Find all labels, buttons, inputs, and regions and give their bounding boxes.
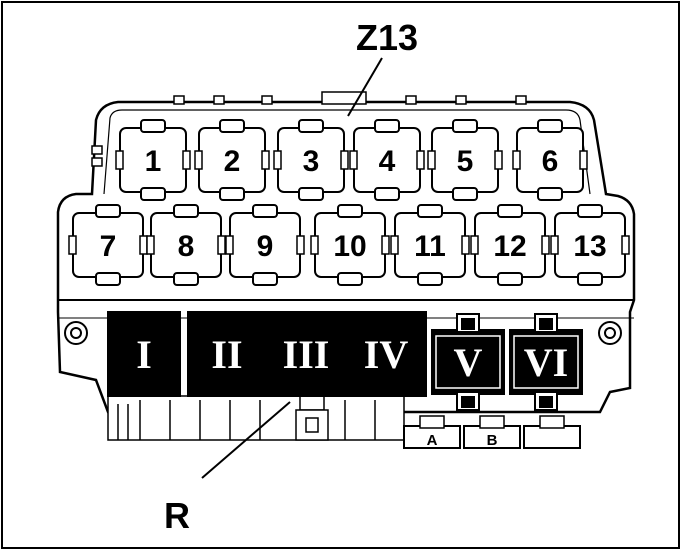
left-mounting-screw [64, 321, 88, 345]
top-clips [173, 91, 527, 105]
relay-socket: 8 [146, 204, 226, 286]
relay-socket: 12 [470, 204, 550, 286]
connector-housing: A [403, 415, 461, 449]
relay-socket-number: 11 [414, 230, 446, 263]
relay-socket: 13 [550, 204, 630, 286]
relay: I [107, 311, 181, 397]
relay: IV [345, 311, 427, 397]
relay-socket-number: 2 [224, 145, 241, 178]
housing-inner-contour [103, 109, 591, 195]
connector-housing: B [463, 415, 521, 449]
relay-socket-number: 3 [303, 145, 320, 178]
relay-socket-number: 8 [178, 230, 195, 263]
module-label: Z13 [356, 17, 418, 58]
relay-socket-number: 6 [542, 145, 559, 178]
relay-socket: 2 [194, 119, 270, 201]
relay-label: III [283, 332, 330, 377]
relay-socket: 10 [310, 204, 390, 286]
relay-socket-number: 7 [100, 230, 117, 263]
relay: III [267, 311, 345, 397]
relay-socket-number: 1 [145, 145, 162, 178]
relay-socket: 9 [225, 204, 305, 286]
relay-socket-number: 10 [333, 230, 366, 263]
connector-label: B [487, 432, 498, 449]
relay-socket: 7 [68, 204, 148, 286]
relay-label: VI [524, 340, 568, 385]
relay-socket: 11 [390, 204, 470, 286]
relay: II [187, 311, 267, 397]
relay-sockets-top-row: 1 2 3 4 5 6 [115, 119, 588, 201]
connector-housing [523, 415, 581, 449]
relay-socket-number: 4 [379, 145, 396, 178]
relay-socket: 1 [115, 119, 191, 201]
relay: VI [509, 313, 583, 411]
left-tabs [91, 145, 103, 167]
relay: V [431, 313, 505, 411]
relay-socket-number: 5 [457, 145, 474, 178]
relay-label: I [136, 332, 152, 377]
lower-ribs [107, 395, 405, 441]
relay-socket-number: 9 [257, 230, 274, 263]
relay-socket: 5 [427, 119, 503, 201]
leader-line-z13 [347, 57, 383, 117]
relay-socket: 4 [349, 119, 425, 201]
right-mounting-screw [598, 321, 622, 345]
bracket-nut [295, 395, 329, 441]
bracket-label: R [164, 495, 190, 536]
relay-label: II [211, 332, 242, 377]
relay-socket: 6 [512, 119, 588, 201]
leader-line-r [201, 401, 291, 479]
relay-socket-number: 12 [493, 230, 526, 263]
relay-socket-number: 13 [573, 230, 606, 263]
connector-label: A [427, 432, 438, 449]
relay-label: IV [364, 332, 409, 377]
relay-label: V [454, 340, 483, 385]
relay-socket: 3 [273, 119, 349, 201]
relay-sockets-bottom-row: 7 8 9 10 11 12 13 [68, 204, 630, 286]
